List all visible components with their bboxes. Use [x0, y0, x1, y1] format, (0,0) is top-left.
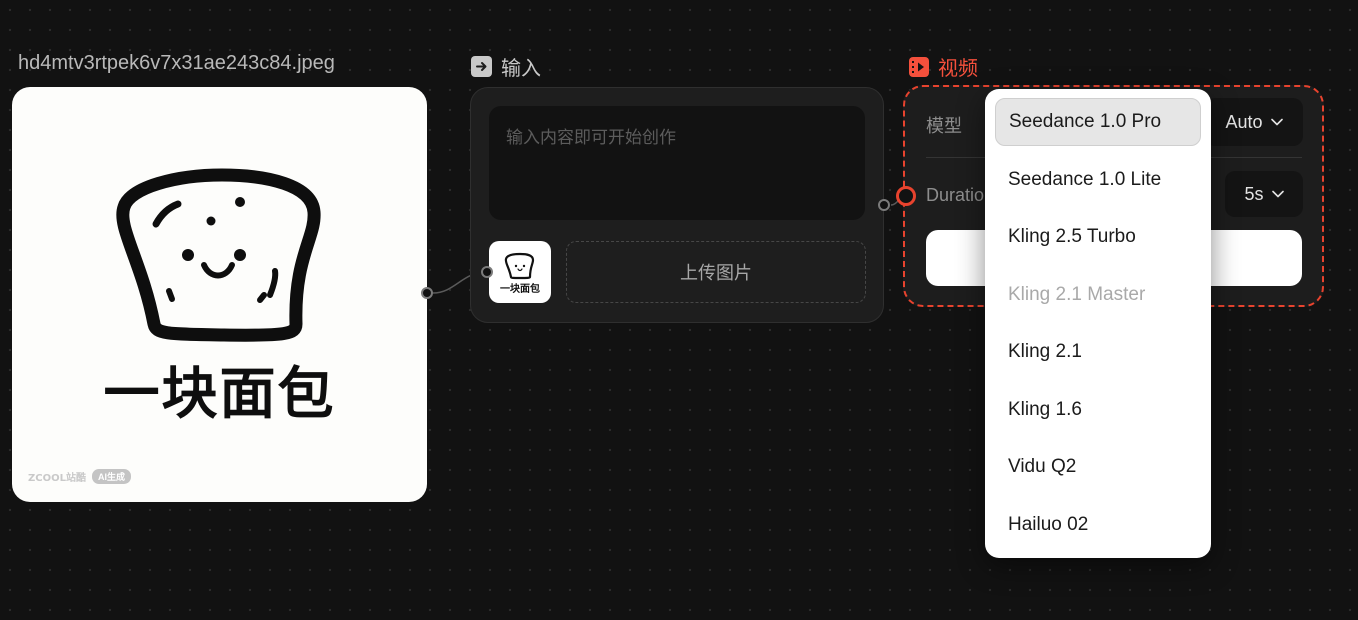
bread-thumbnail-icon — [504, 252, 535, 280]
model-option-vidu-q2[interactable]: Vidu Q2 — [1008, 456, 1077, 477]
upload-image-label: 上传图片 — [680, 263, 752, 283]
input-node-input-port[interactable] — [481, 266, 493, 278]
model-option-seedance-1-0-pro[interactable]: Seedance 1.0 Pro — [995, 98, 1201, 146]
artwork-text: 一块面包 — [103, 362, 336, 427]
aspect-select[interactable]: Auto — [1205, 98, 1303, 146]
duration-label: Duration — [926, 185, 995, 205]
thumbnail-text: 一块面包 — [500, 284, 540, 295]
watermark-brand: ZCOOL站酷 — [28, 473, 86, 484]
model-label: 模型 — [926, 116, 962, 136]
image-thumbnail[interactable]: 一块面包 — [489, 241, 551, 303]
input-node-label: 输入 — [501, 58, 541, 80]
aspect-value: Auto — [1225, 111, 1263, 132]
upload-image-button[interactable]: 上传图片 — [566, 241, 866, 303]
image-node-title: hd4mtv3rtpek6v7x31ae243c84.jpeg — [18, 52, 335, 74]
model-option-kling-2-1-master: Kling 2.1 Master — [1008, 284, 1146, 305]
model-option-kling-2-1[interactable]: Kling 2.1 — [1008, 341, 1082, 362]
input-node-output-port[interactable] — [878, 199, 890, 211]
bread-illustration — [116, 168, 321, 342]
model-option-kling-2-5-turbo[interactable]: Kling 2.5 Turbo — [1008, 226, 1136, 247]
model-option-seedance-1-0-lite[interactable]: Seedance 1.0 Lite — [1008, 169, 1162, 190]
image-output-port[interactable] — [421, 287, 433, 299]
duration-value: 5s — [1244, 183, 1264, 204]
prompt-textarea[interactable]: 输入内容即可开始创作 — [489, 106, 865, 220]
arrow-right-box-icon — [471, 56, 492, 77]
duration-select[interactable]: 5s — [1225, 171, 1303, 217]
input-node-title: 输入 — [471, 52, 541, 81]
model-dropdown-menu: Seedance 1.0 Pro Seedance 1.0 Lite Kling… — [985, 89, 1211, 558]
video-icon — [909, 56, 929, 77]
ai-generated-badge: AI生成 — [91, 469, 131, 484]
watermark: ZCOOL站酷 AI生成 — [28, 469, 131, 484]
model-option-kling-1-6[interactable]: Kling 1.6 — [1008, 399, 1082, 420]
model-option-hailuo-02[interactable]: Hailuo 02 — [1008, 514, 1089, 535]
chevron-down-icon — [1270, 118, 1283, 126]
chevron-down-icon — [1271, 190, 1284, 198]
input-node-card[interactable]: 输入内容即可开始创作 一块面包 上传图片 — [470, 87, 884, 323]
video-node-label: 视频 — [938, 58, 978, 80]
image-node-card[interactable]: 一块面包 ZCOOL站酷 AI生成 — [12, 87, 427, 502]
video-node-title: 视频 — [908, 52, 978, 81]
video-node-input-port[interactable] — [896, 186, 916, 206]
